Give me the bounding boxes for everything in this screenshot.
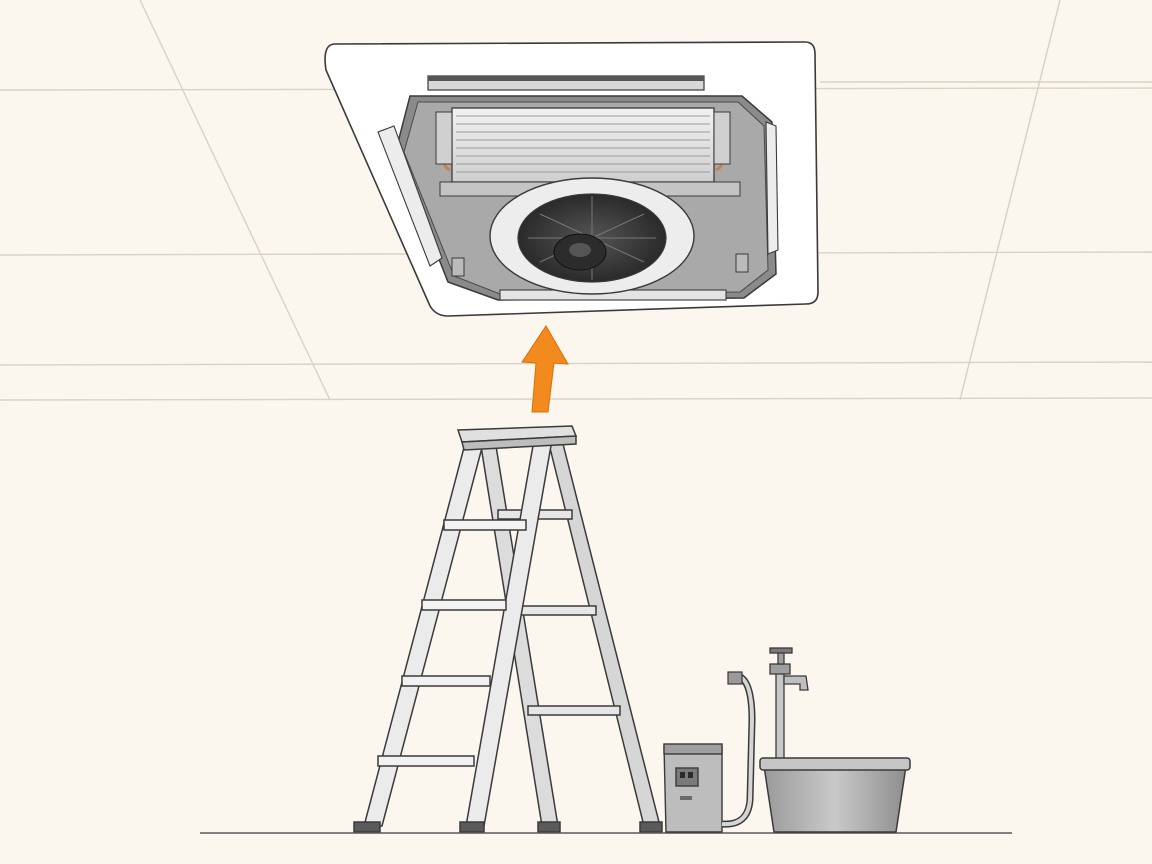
hose-icon: [721, 671, 756, 828]
step-ladder-icon: [353, 425, 663, 833]
water-tap-icon: [769, 647, 809, 761]
water-bucket-icon: [759, 757, 911, 833]
ceiling-cassette-ac-icon: [324, 41, 819, 317]
up-arrow-icon: [521, 325, 569, 413]
electrical-box-icon: [663, 743, 723, 833]
ceiling-grid: [0, 0, 1152, 401]
